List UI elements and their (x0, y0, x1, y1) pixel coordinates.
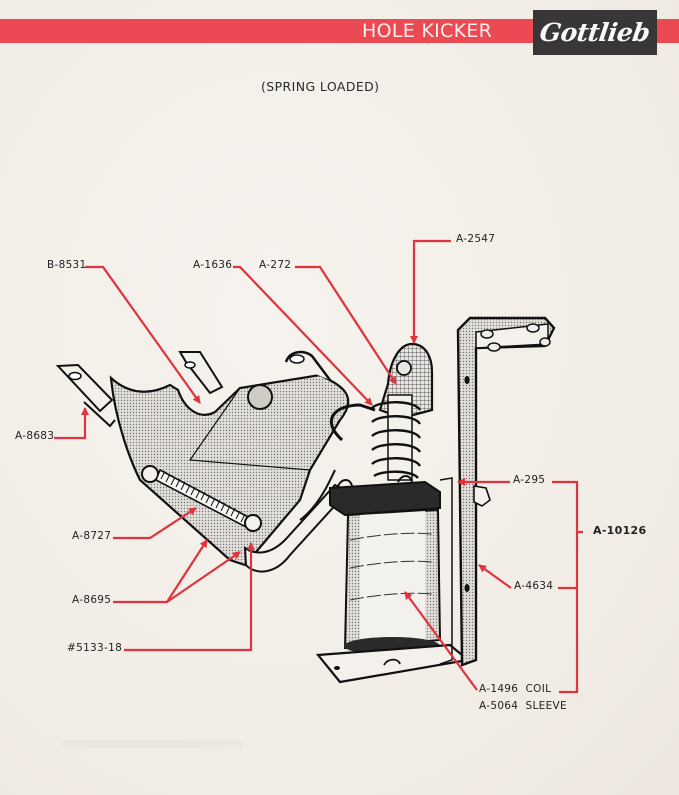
leader-a272 (295, 265, 397, 385)
callout-b8531: B-8531 (47, 259, 87, 271)
leader-a8727 (113, 507, 197, 540)
callout-a272: A-272 (259, 259, 292, 271)
coil-bracket (329, 475, 441, 517)
rear-tab (178, 351, 224, 395)
callout-a1496-coil: A-1496 COIL (479, 683, 552, 695)
callout-5133-18: #5133-18 (67, 642, 123, 654)
leader-a8695-2 (166, 551, 241, 603)
callout-a8727: A-8727 (72, 530, 112, 542)
leader-a1636 (233, 265, 373, 406)
callout-a8695: A-8695 (72, 594, 112, 606)
coil-base-plate (315, 643, 471, 684)
plunger-link (329, 403, 376, 442)
leader-5133 (124, 542, 255, 652)
assembly-bracket (552, 480, 583, 694)
kicker-arm-plate (109, 350, 350, 573)
callout-a1636: A-1636 (193, 259, 233, 271)
callout-a2547: A-2547 (456, 233, 496, 245)
l-mounting-bracket (439, 316, 556, 667)
callout-a8683: A-8683 (15, 430, 55, 442)
page-subtitle: (SPRING LOADED) (261, 79, 380, 94)
brand-logo: Gottlieb (533, 10, 657, 55)
leader-b8531 (85, 265, 201, 404)
page-title: HOLE KICKER (362, 20, 493, 42)
leader-a8683 (54, 407, 89, 440)
leader-a4634 (478, 564, 512, 589)
solenoid-coil (343, 508, 442, 655)
compression-spring (371, 394, 422, 481)
leader-a2547 (410, 239, 451, 344)
callout-a5064-sleeve: A-5064 SLEEVE (479, 700, 567, 712)
left-mounting-tab (55, 363, 116, 428)
callout-assembly-a10126: A-10126 (593, 524, 647, 537)
paper-bleed-through (62, 740, 242, 748)
callout-a4634: A-4634 (514, 580, 554, 592)
leader-a1496 (404, 591, 478, 691)
tension-spring (141, 465, 262, 532)
callout-leaders (54, 239, 583, 694)
leader-a8695-1 (113, 539, 208, 604)
callout-a295: A-295 (513, 474, 546, 486)
